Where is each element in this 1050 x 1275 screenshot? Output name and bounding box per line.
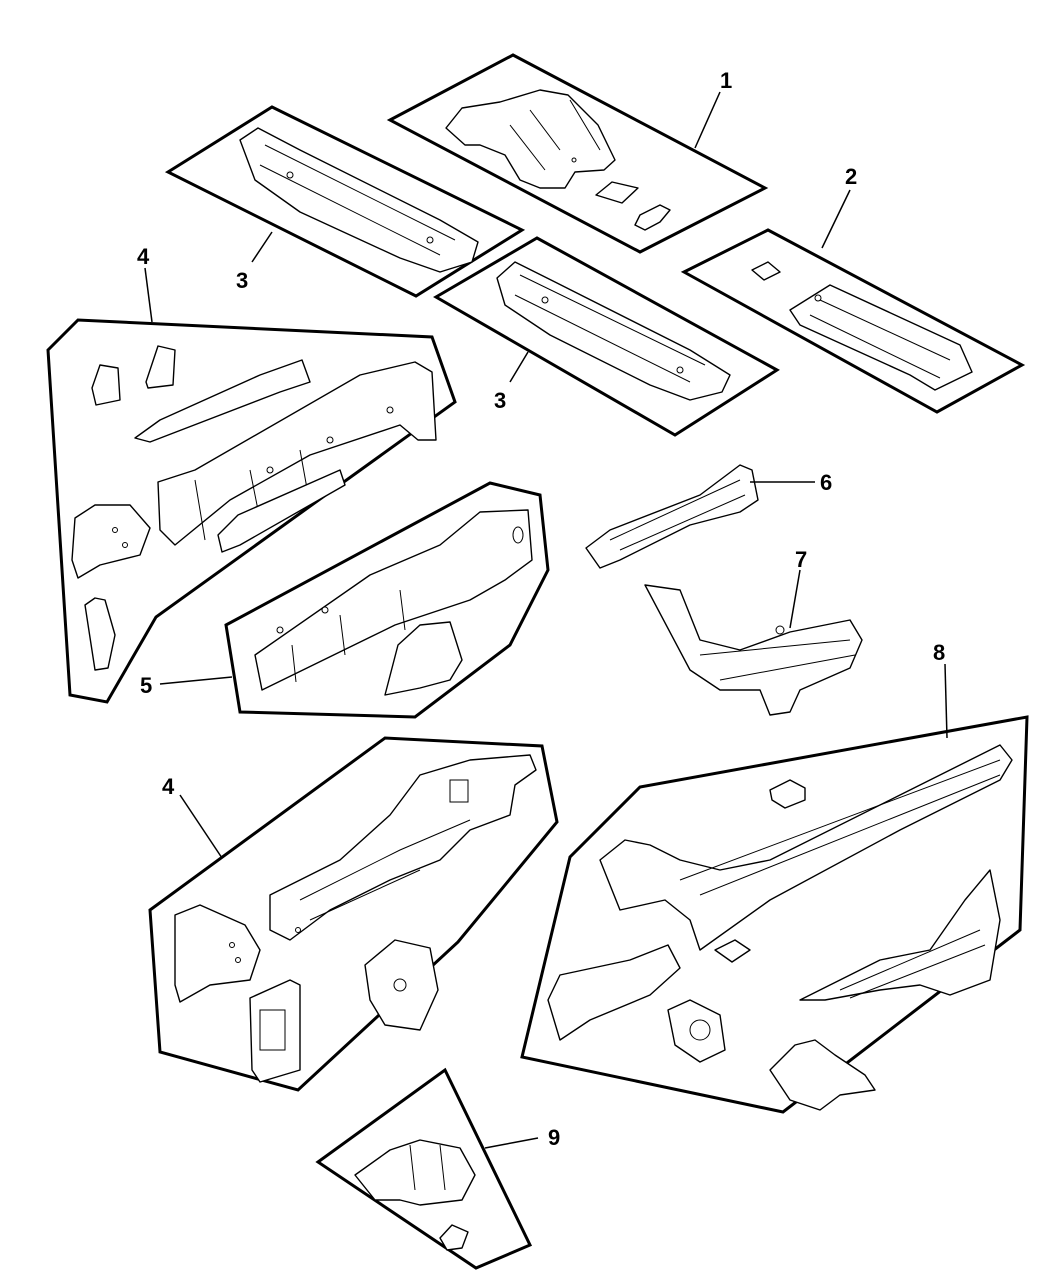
callout-4a: 4 [137, 244, 150, 269]
cross-member-left [239, 127, 479, 273]
vertical-bracket [84, 597, 116, 671]
panel-2-border [680, 228, 1026, 414]
square-pad [595, 181, 639, 204]
small-bracket [634, 204, 671, 231]
callout-3b: 3 [494, 388, 506, 413]
panel-3b-border [433, 236, 780, 437]
panel-group-8: 8 [520, 640, 1029, 1114]
long-floor-rail [599, 744, 1013, 951]
panel-3a-border [164, 105, 526, 298]
main-frame-rail [157, 361, 437, 546]
frame-bracket-plate [174, 904, 261, 1003]
callout-5: 5 [140, 673, 152, 698]
callout-7: 7 [795, 547, 807, 572]
panel-1-border [386, 53, 769, 254]
rear-frame-rail [269, 754, 537, 941]
clip-bracket-2 [145, 345, 176, 389]
callout-3a: 3 [236, 268, 248, 293]
panel-group-5: 5 [140, 481, 550, 719]
panel-group-3b: 3 [433, 236, 780, 437]
bracket-plate [71, 504, 151, 579]
nut-pad-top [769, 779, 806, 809]
panel-group-2: 2 [680, 164, 1026, 414]
callout-9: 9 [548, 1125, 560, 1150]
panel-group-9: 9 [315, 1067, 560, 1270]
lower-rail-strip [217, 469, 346, 553]
upper-rail-strip [134, 359, 311, 443]
panel-group-1: 1 [386, 53, 769, 254]
panel-group-4b: 4 [148, 736, 559, 1092]
mount-bracket [354, 1139, 476, 1206]
tunnel-part [445, 89, 616, 189]
tunnel-heat-shield [585, 464, 759, 569]
nut-part [439, 1224, 469, 1251]
cross-member [789, 284, 973, 391]
rear-floor-pan [799, 869, 1001, 1001]
bracket-assembly [769, 1039, 876, 1111]
channel-bracket [249, 979, 301, 1083]
panel-4b-border [148, 736, 559, 1092]
callout-8: 8 [933, 640, 945, 665]
pad-part [751, 261, 781, 281]
side-rail-reinforcement [254, 509, 533, 691]
clip-bracket-1 [91, 364, 121, 406]
panel-8-border [520, 715, 1029, 1114]
callout-6: 6 [820, 470, 832, 495]
nut-pad-middle [714, 939, 751, 963]
panel-group-4a: 4 [46, 244, 457, 704]
callout-1: 1 [720, 68, 732, 93]
panel-group-3a: 3 [164, 105, 526, 298]
callout-2: 2 [845, 164, 857, 189]
panel-4a-border [46, 318, 457, 704]
front-rail-section [547, 944, 681, 1041]
panel-5-border [224, 481, 550, 719]
callout-4b: 4 [162, 774, 175, 799]
gusset-bracket [384, 621, 463, 696]
cross-member-right [496, 261, 731, 401]
panel-9-border [315, 1067, 533, 1270]
part-group-7: 7 [644, 547, 863, 716]
part-group-6: 6 [585, 464, 832, 569]
